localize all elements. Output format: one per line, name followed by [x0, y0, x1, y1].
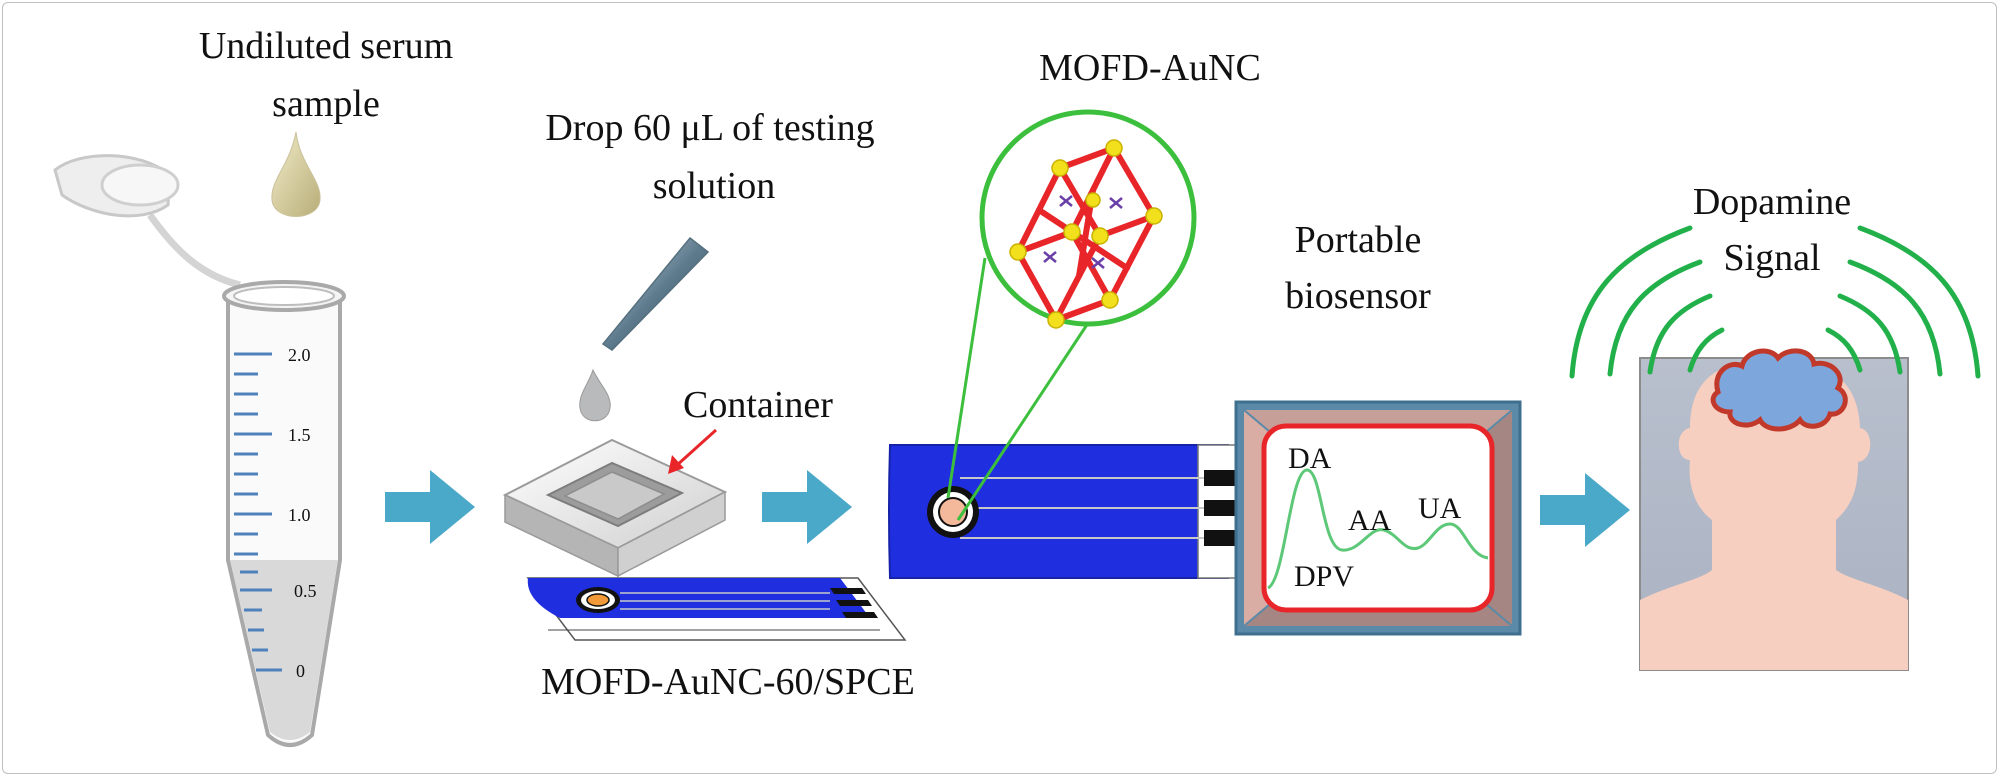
pointer-arrow: [668, 428, 718, 474]
peak-label-ua: UA: [1418, 492, 1462, 525]
biosensor-label-line2: biosensor: [1285, 275, 1431, 317]
tube-scale-label: 0.5: [294, 581, 317, 601]
drop-label-line2: solution: [653, 165, 775, 207]
signal-waves-right: [1825, 225, 1981, 379]
signal-waves-left: [1569, 225, 1725, 379]
tube-scale-label: 2.0: [288, 345, 311, 365]
electrode-strip-small: [526, 577, 907, 641]
container-label: Container: [683, 384, 833, 426]
serum-label-line1: Undiluted serum: [199, 25, 453, 67]
electrode-strip-large: [888, 444, 1237, 579]
tube-scale-label: 0: [296, 661, 305, 681]
guest-molecule-markers: [1043, 195, 1123, 269]
serum-droplet: [271, 131, 321, 217]
drop-label-line1: Drop 60 μL of testing: [545, 107, 874, 149]
flow-arrow: [762, 470, 852, 544]
tube-scale-label: 1.0: [288, 505, 311, 525]
container-well: [502, 438, 728, 578]
signal-label-line1: Dopamine: [1693, 181, 1851, 223]
serum-label-line2: sample: [272, 83, 380, 125]
electrode-label: MOFD-AuNC-60/SPCE: [541, 661, 915, 703]
biosensor-label-line1: Portable: [1295, 219, 1422, 261]
dpv-signal-trace: [1267, 468, 1489, 590]
brain-icon: [1710, 348, 1848, 432]
peak-label-da: DA: [1288, 442, 1332, 475]
method-label-dpv: DPV: [1294, 560, 1354, 593]
pipette-tip: [579, 236, 710, 422]
signal-label-line2: Signal: [1723, 237, 1820, 279]
peak-label-aa: AA: [1348, 504, 1392, 537]
flow-arrow: [385, 470, 475, 544]
tube-scale-label: 1.5: [288, 425, 311, 445]
microcentrifuge-tube: 2.0 1.5 1.0 0.5 0: [53, 154, 346, 747]
nanocomposite-label: MOFD-AuNC: [1039, 47, 1261, 89]
flow-arrow: [1540, 473, 1630, 547]
gold-nanocluster-nodes: [1009, 139, 1163, 329]
